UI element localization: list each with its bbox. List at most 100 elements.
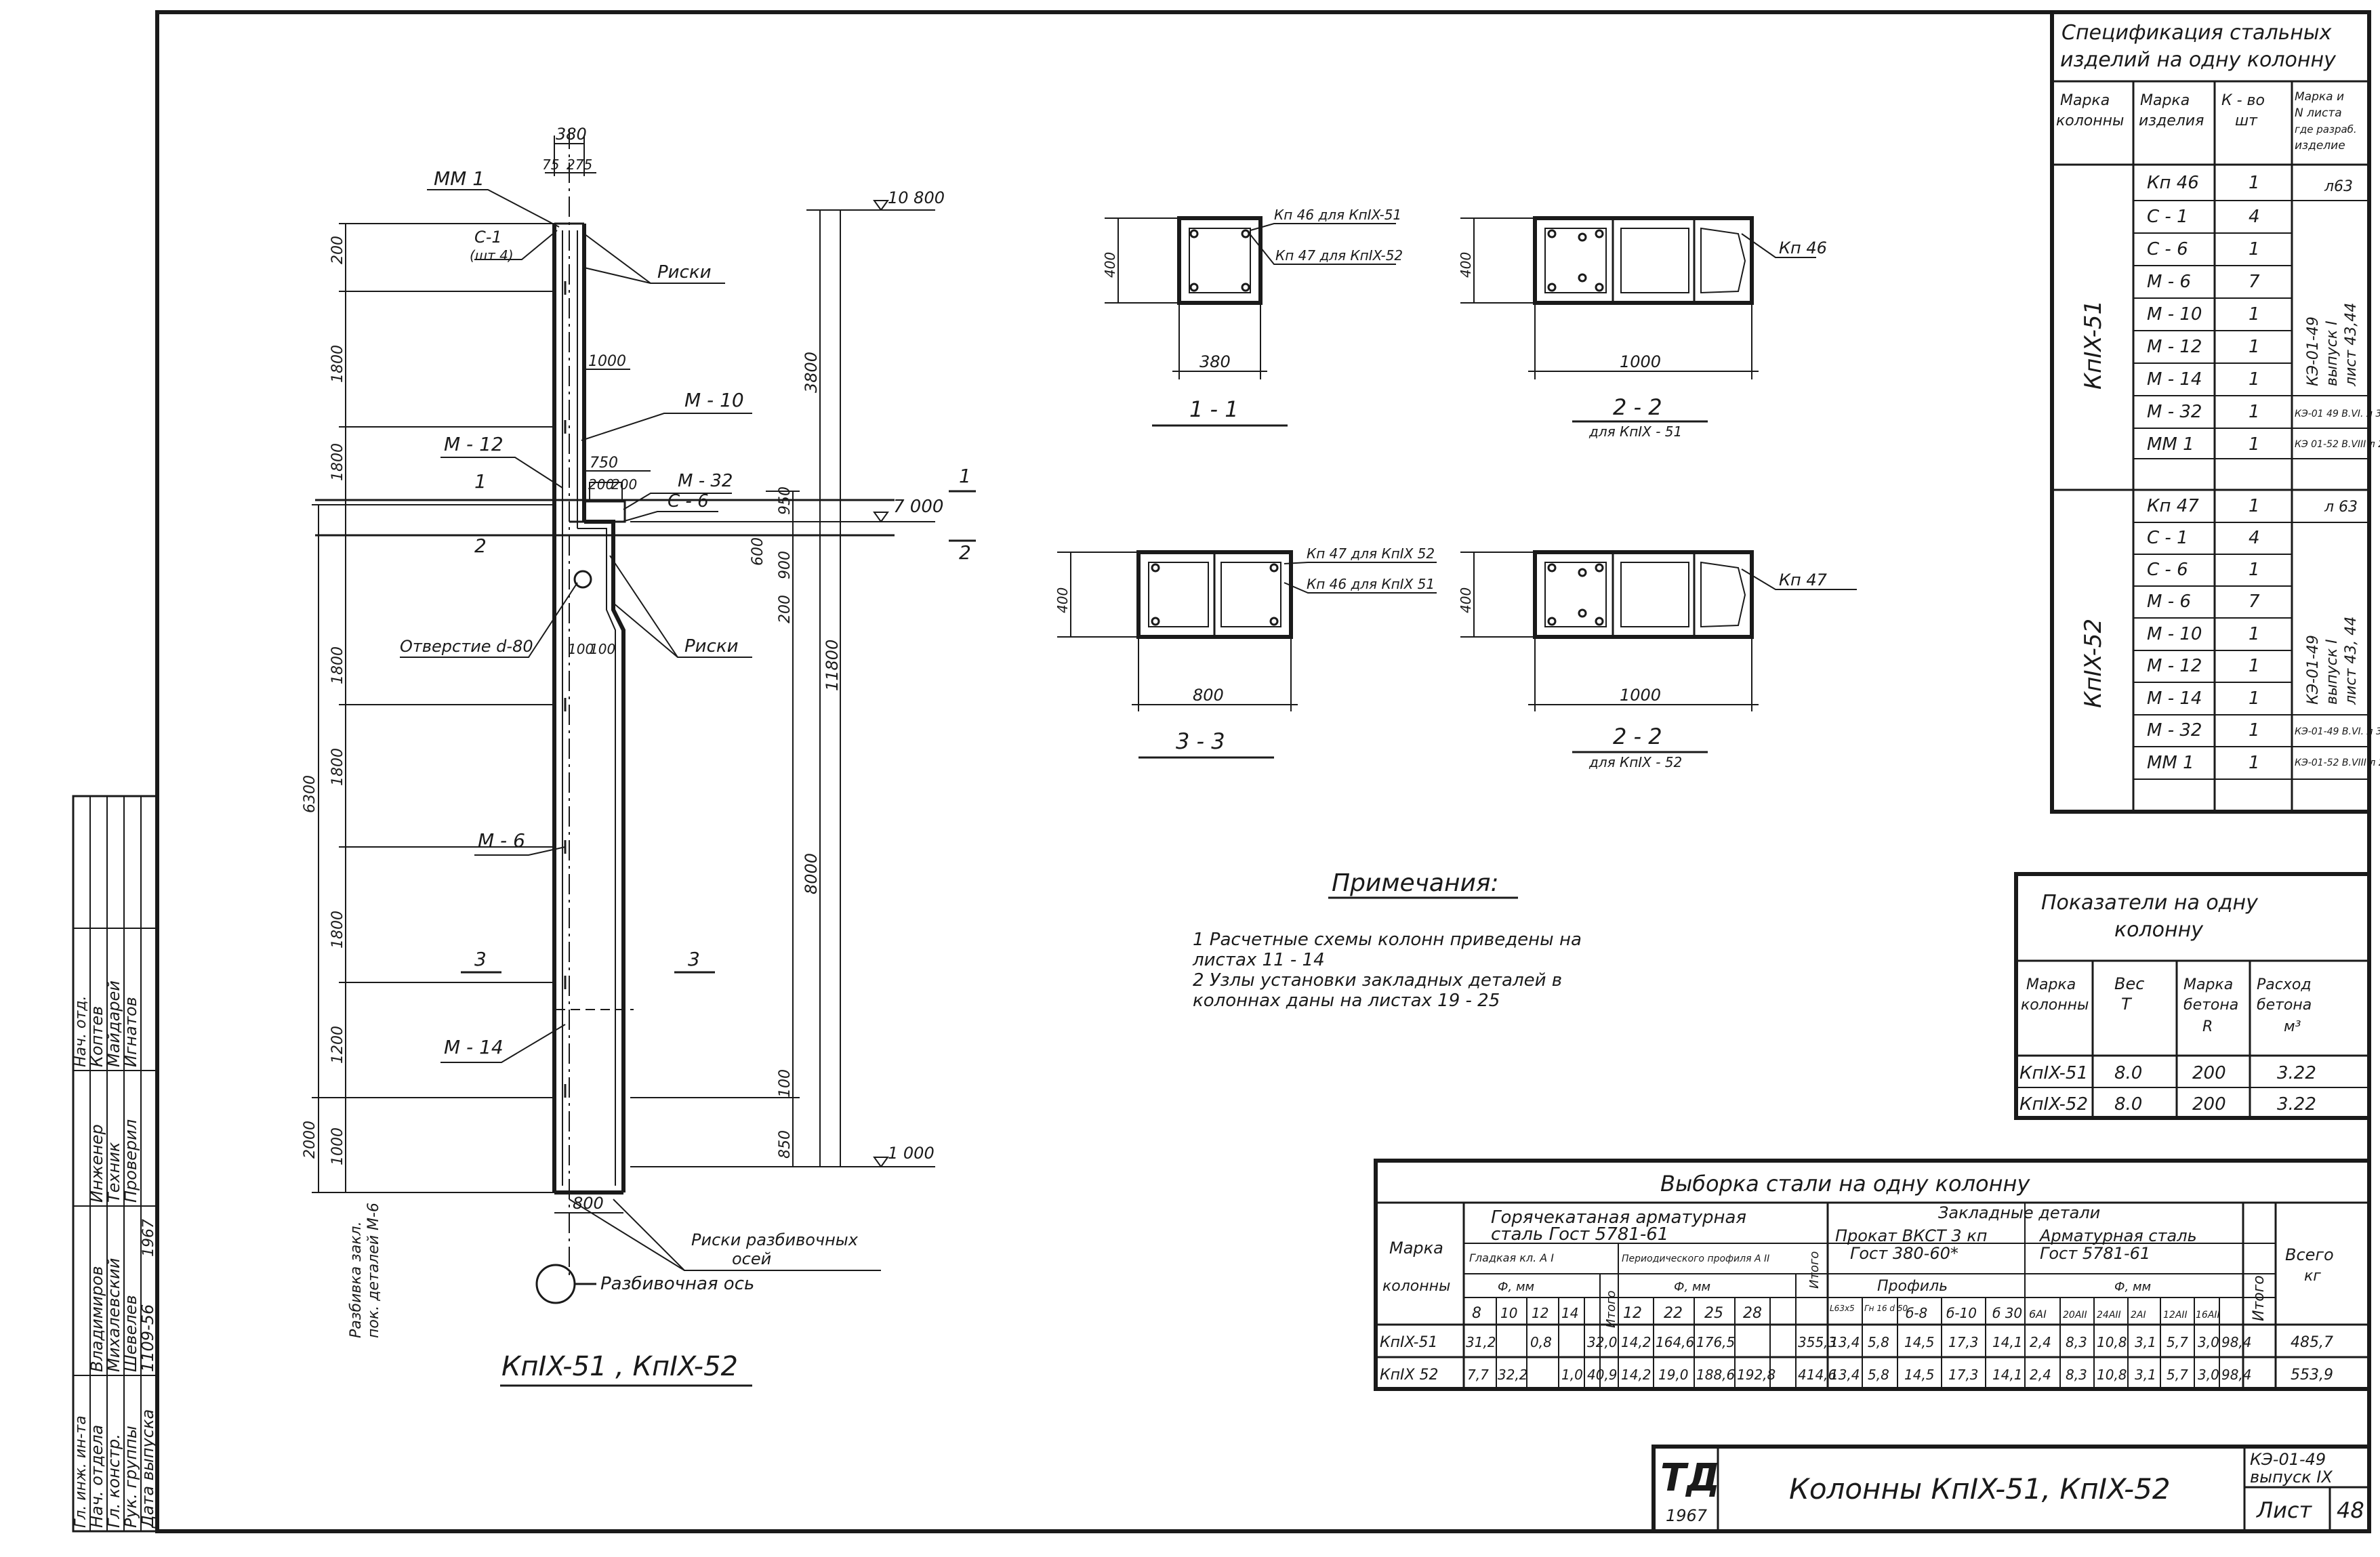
steel-h-periodic-total: Итого: [1807, 1251, 1822, 1289]
steel-r2-v5: 14,2: [1621, 1367, 1651, 1383]
sub-8: 8: [1472, 1305, 1481, 1322]
steel-row-2: КпIX 52 7,7 32,2 1,0 40,9 14,2 19,0 188,…: [1380, 1367, 2333, 1384]
spec-r8-item: М - 32: [2147, 402, 2202, 422]
ind-r2-mark: КпIX-52: [2019, 1094, 2088, 1115]
steel-h-hot-1: Горячекатаная арматурная: [1491, 1207, 1746, 1228]
spec-r5-qty: 1: [2249, 304, 2260, 325]
dim-left-7: 1200: [329, 1026, 346, 1064]
stamp-r5c1: Дата выпуска: [138, 1409, 157, 1529]
sub-14: 14: [1561, 1305, 1578, 1321]
stamp-r3c5: Майдарей: [104, 980, 123, 1067]
steel-r2-v19: 5,7: [2167, 1367, 2188, 1383]
ind-r2-conc: 200: [2192, 1094, 2226, 1115]
steel-h-diam: Ф, мм: [1498, 1280, 1534, 1294]
sub-12: 12: [1532, 1305, 1548, 1321]
s22a-sub: для КпIX - 51: [1588, 423, 1682, 440]
s33-l2: Кп 46 для КпIX 51: [1307, 576, 1435, 592]
spec-r1-qty: 1: [2249, 173, 2260, 193]
ind-h-conc-2: бетона: [2183, 997, 2238, 1014]
axis-label: Разбивочная ось: [600, 1274, 754, 1294]
spec-r9-qty: 1: [2249, 434, 2260, 455]
sub-p12: 12: [1623, 1305, 1642, 1322]
steel-r2-v10: 13,4: [1830, 1367, 1860, 1383]
s33-l1: Кп 47 для КпIX 52: [1307, 545, 1435, 562]
tb-series-1: КЭ-01-49: [2250, 1450, 2326, 1469]
steel-r1-v6: 164,6: [1656, 1334, 1694, 1350]
s22a-h: 400: [1458, 252, 1474, 278]
tb-logo: ТД: [1660, 1456, 1720, 1500]
note-line-3: 2 Узлы установки закладных деталей в: [1193, 970, 1562, 991]
ind-h-vol-2: бетона: [2257, 997, 2312, 1014]
spec2-r3-item: С - 6: [2147, 560, 2188, 580]
steel-h-emb-total: Итого: [2251, 1275, 2268, 1321]
spec-h-ref-4: изделие: [2295, 139, 2345, 152]
steel-h-rolled-2: Гост 380-60*: [1850, 1244, 1958, 1263]
steel-h-embedded: Закладные детали: [1938, 1203, 2100, 1222]
s22b-sub: для КпIX - 52: [1588, 754, 1682, 770]
note-line-1: 1 Расчетные схемы колонн приведены на: [1193, 930, 1582, 950]
label-c1: С-1: [474, 228, 502, 247]
steel-h-rebar-1: Арматурная сталь: [2038, 1226, 2197, 1245]
spec-r5-item: М - 10: [2147, 304, 2202, 325]
ind-title-1: Показатели на одну: [2041, 891, 2259, 915]
spec-r9-item: ММ 1: [2147, 434, 2194, 455]
steel-r1-v15: 2,4: [2030, 1334, 2051, 1350]
steel-r1-v19: 5,7: [2167, 1334, 2188, 1350]
s33-h: 400: [1054, 587, 1071, 613]
s11-l2: Кп 46 для КпIX-51: [1274, 207, 1401, 223]
label-m32: М - 32: [678, 471, 733, 491]
steel-h-diam2: Ф, мм: [2114, 1280, 2151, 1294]
spec-r2-qty: 4: [2249, 207, 2260, 227]
s11-w: 380: [1199, 352, 1231, 371]
s22b-title: 2 - 2: [1613, 724, 1662, 749]
sub-gn16: Гн 16 d 50: [1864, 1304, 1908, 1313]
label-m10: М - 10: [684, 389, 744, 411]
spec-title-2: изделий на одну колонну: [2060, 48, 2337, 72]
stamp-r4c1: Рук. группы: [121, 1426, 140, 1528]
dim-left-1: 200: [329, 236, 346, 264]
s22a-l: Кп 46: [1779, 238, 1827, 257]
spec2-r6-qty: 1: [2249, 656, 2260, 676]
spec-ref2-a: КЭ-01-49 В.VI. л 33: [2295, 726, 2380, 737]
steel-r1-v14: 14,1: [1992, 1334, 2023, 1350]
ind-h-weight-1: Вес: [2114, 974, 2144, 993]
steel-r1-v13: 17,3: [1948, 1334, 1979, 1350]
stamp-r2c4: Инженер: [87, 1124, 106, 1203]
section-1-1: 400 380 Кп 47 для КпIX-52 Кп 46 для КпIX…: [1102, 207, 1403, 427]
dim-left-5: 1800: [329, 748, 346, 786]
steel-r1-mark: КпIX-51: [1380, 1334, 1437, 1351]
spec-h-qty-1: К - во: [2221, 92, 2265, 109]
dim-r100: 100: [777, 1069, 794, 1098]
sub-p22: 22: [1664, 1305, 1683, 1322]
section-3-right: 3: [688, 948, 700, 970]
steel-r1-v11: 5,8: [1868, 1334, 1889, 1350]
spec-r7-item: М - 14: [2147, 369, 2202, 390]
steel-h-grand-2: кг: [2304, 1268, 2321, 1285]
title-block: ТД 1967 Колонны КпIX-51, КпIX-52 КЭ-01-4…: [1651, 1445, 2371, 1533]
steel-r1-v16: 8,3: [2066, 1334, 2087, 1350]
dim-100: 100: [568, 641, 594, 657]
steel-h-mark-2: колонны: [1382, 1278, 1450, 1295]
signature-stamp: Гл. инж. ин-та Нач. отд. Нач. отдела Вла…: [72, 795, 159, 1533]
ind-h-conc-3: R: [2202, 1018, 2213, 1035]
ind-h-weight-2: Т: [2121, 995, 2133, 1014]
stamp-r4c4: Проверил: [121, 1119, 140, 1203]
spec-r3-item: С - 6: [2147, 239, 2188, 260]
dim-r200: 200: [777, 595, 794, 623]
steel-h-profile: Профиль: [1877, 1278, 1948, 1295]
spec2-r1-item: Кп 47: [2147, 496, 2199, 516]
steel-r2-total: 553,9: [2291, 1367, 2333, 1384]
ind-h-mark-2: колонны: [2021, 997, 2089, 1014]
dim-left-8: 1000: [329, 1127, 346, 1165]
spec-ref2-top: л 63: [2324, 499, 2358, 516]
dim-r850: 850: [777, 1130, 794, 1159]
tb-sheet-label: Лист: [2256, 1497, 2312, 1523]
ind-h-vol-3: м³: [2284, 1018, 2301, 1035]
steel-r1-v20: 3,0: [2198, 1334, 2219, 1350]
stamp-r3c2: Михалевский: [104, 1258, 123, 1372]
steel-r2-v15: 2,4: [2030, 1367, 2051, 1383]
spec-ref2-mid-3: лист 43, 44: [2343, 617, 2360, 705]
steel-h-rolled-1: Прокат ВКСТ 3 кп: [1835, 1226, 1987, 1245]
dim-750: 750: [590, 455, 618, 472]
spec-ref1-mid-2: выпуск I: [2324, 320, 2341, 386]
